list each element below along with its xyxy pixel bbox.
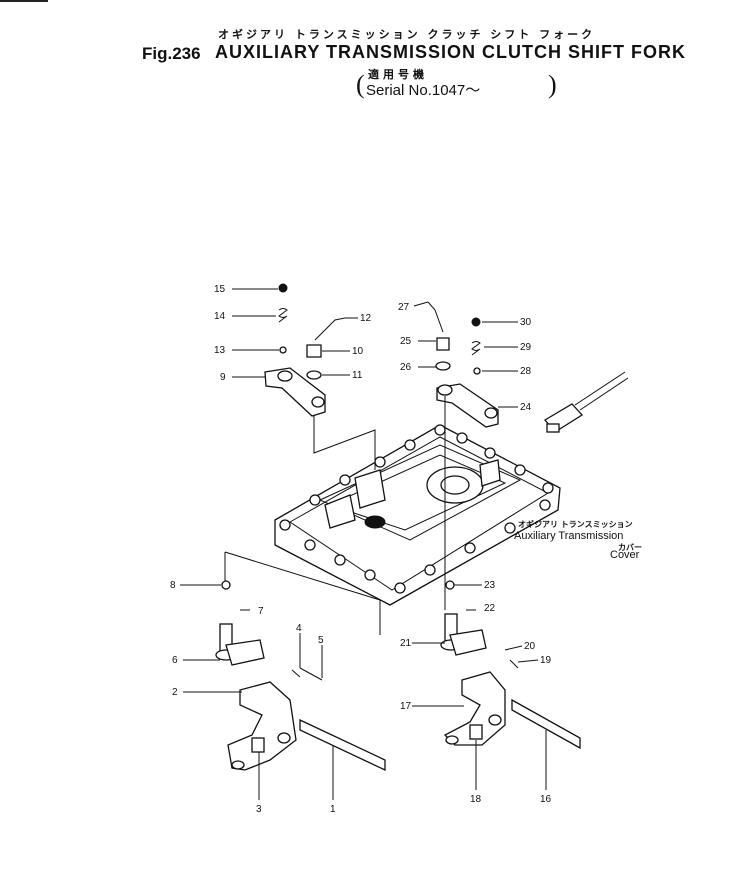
- callout-19: 19: [540, 655, 552, 666]
- top-rule: [0, 0, 48, 2]
- right-upper-lever: [427, 301, 499, 610]
- title-japanese: オギジアリ トランスミッション クラッチ シフト フォーク: [218, 28, 596, 41]
- callout-28: 28: [520, 366, 532, 377]
- callout-17: 17: [400, 701, 412, 712]
- cable-connector: [544, 371, 629, 433]
- callout-15: 15: [214, 284, 226, 295]
- callout-4: 4: [296, 623, 302, 634]
- callout-3: 3: [256, 804, 262, 815]
- serial-range: Serial No.1047～: [366, 82, 481, 99]
- callout-22: 22: [484, 603, 496, 614]
- page-title: AUXILIARY TRANSMISSION CLUTCH SHIFT FORK: [215, 42, 686, 62]
- callout-27: 27: [398, 302, 410, 313]
- callout-2: 2: [172, 687, 178, 698]
- cover-label-en-2: Cover: [610, 549, 640, 561]
- callout-1: 1: [330, 804, 336, 815]
- serial-open-paren: (: [356, 70, 365, 99]
- callout-29: 29: [520, 342, 532, 353]
- callout-11: 11: [352, 370, 363, 381]
- callout-8: 8: [170, 580, 176, 591]
- cover-label-jp-2: カバー: [618, 543, 642, 552]
- callout-21: 21: [400, 638, 412, 649]
- callout-16: 16: [540, 794, 552, 805]
- serial-japanese: 適用号機: [368, 68, 428, 81]
- figure-number: Fig.236: [142, 44, 201, 63]
- serial-close-paren: ): [548, 70, 557, 99]
- cover-label: オギジアリ トランスミッション Auxiliary Transmission カ…: [514, 519, 642, 561]
- transmission-cover: [274, 424, 561, 606]
- callout-26: 26: [400, 362, 412, 373]
- callout-20: 20: [524, 641, 536, 652]
- left-fork-assembly: [215, 551, 386, 772]
- callout-13: 13: [214, 345, 226, 356]
- right-fork-assembly: [440, 580, 581, 750]
- cover-label-en-1: Auxiliary Transmission: [514, 530, 623, 542]
- callout-9: 9: [220, 372, 226, 383]
- callout-5: 5: [318, 635, 324, 646]
- callout-30: 30: [520, 317, 532, 328]
- callout-6: 6: [172, 655, 178, 666]
- callout-18: 18: [470, 794, 482, 805]
- callout-7: 7: [258, 606, 264, 617]
- callout-10: 10: [352, 346, 364, 357]
- callout-14: 14: [214, 311, 226, 322]
- cover-label-jp-1: オギジアリ トランスミッション: [518, 519, 633, 529]
- callout-23: 23: [484, 580, 496, 591]
- callouts: 15 14 13 9 12 10 11 27 25 26 30 29 28 24…: [170, 284, 552, 815]
- callout-12: 12: [360, 313, 372, 324]
- callout-24: 24: [520, 402, 532, 413]
- callout-25: 25: [400, 336, 412, 347]
- left-upper-lever: [264, 283, 376, 470]
